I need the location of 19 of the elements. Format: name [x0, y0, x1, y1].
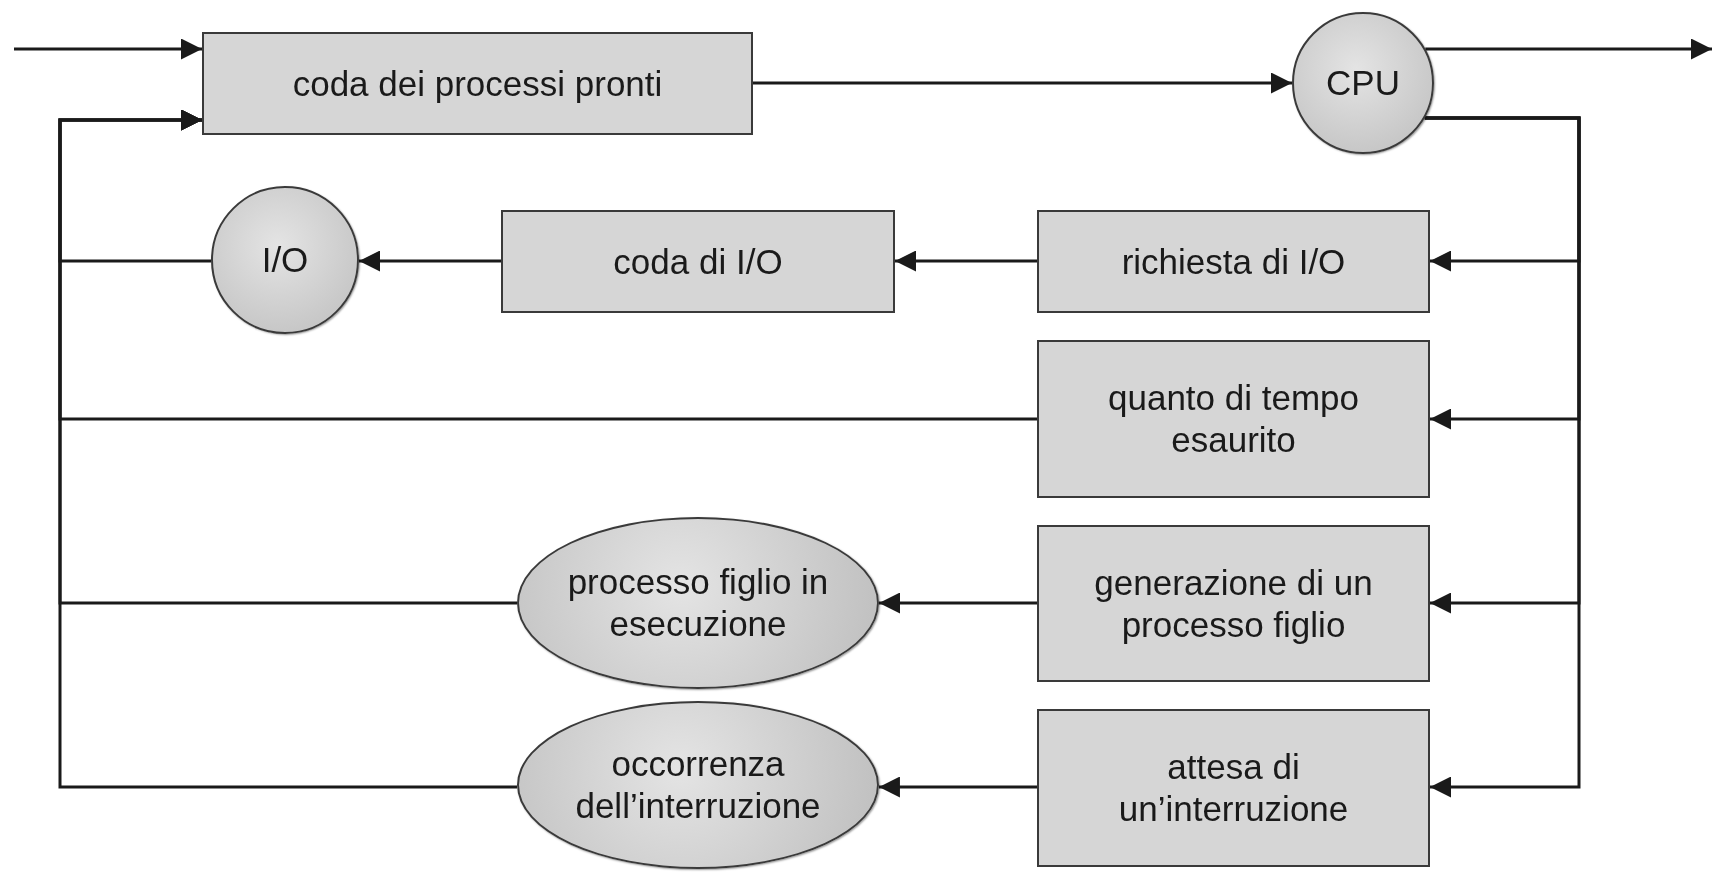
arrow [895, 250, 1037, 272]
event-ellipse: occorrenza dell’interruzione [517, 701, 879, 869]
arrow [878, 776, 1037, 798]
arrow [14, 38, 202, 60]
process-box: coda dei processi pronti [202, 32, 753, 135]
resource-circle: CPU [1292, 12, 1434, 154]
resource-circle: I/O [211, 186, 359, 334]
arrow [359, 250, 501, 272]
arrow [753, 72, 1292, 94]
process-box: quanto di tempo esaurito [1037, 340, 1430, 498]
arrow [58, 109, 518, 789]
event-ellipse: processo figlio in esecuzione [517, 517, 879, 689]
process-box: generazione di un processo figlio [1037, 525, 1430, 682]
process-box: richiesta di I/O [1037, 210, 1430, 313]
process-box: coda di I/O [501, 210, 895, 313]
process-box: attesa di un’interruzione [1037, 709, 1430, 867]
arrow [1425, 38, 1712, 60]
arrow [1424, 116, 1581, 798]
arrow [879, 592, 1037, 614]
